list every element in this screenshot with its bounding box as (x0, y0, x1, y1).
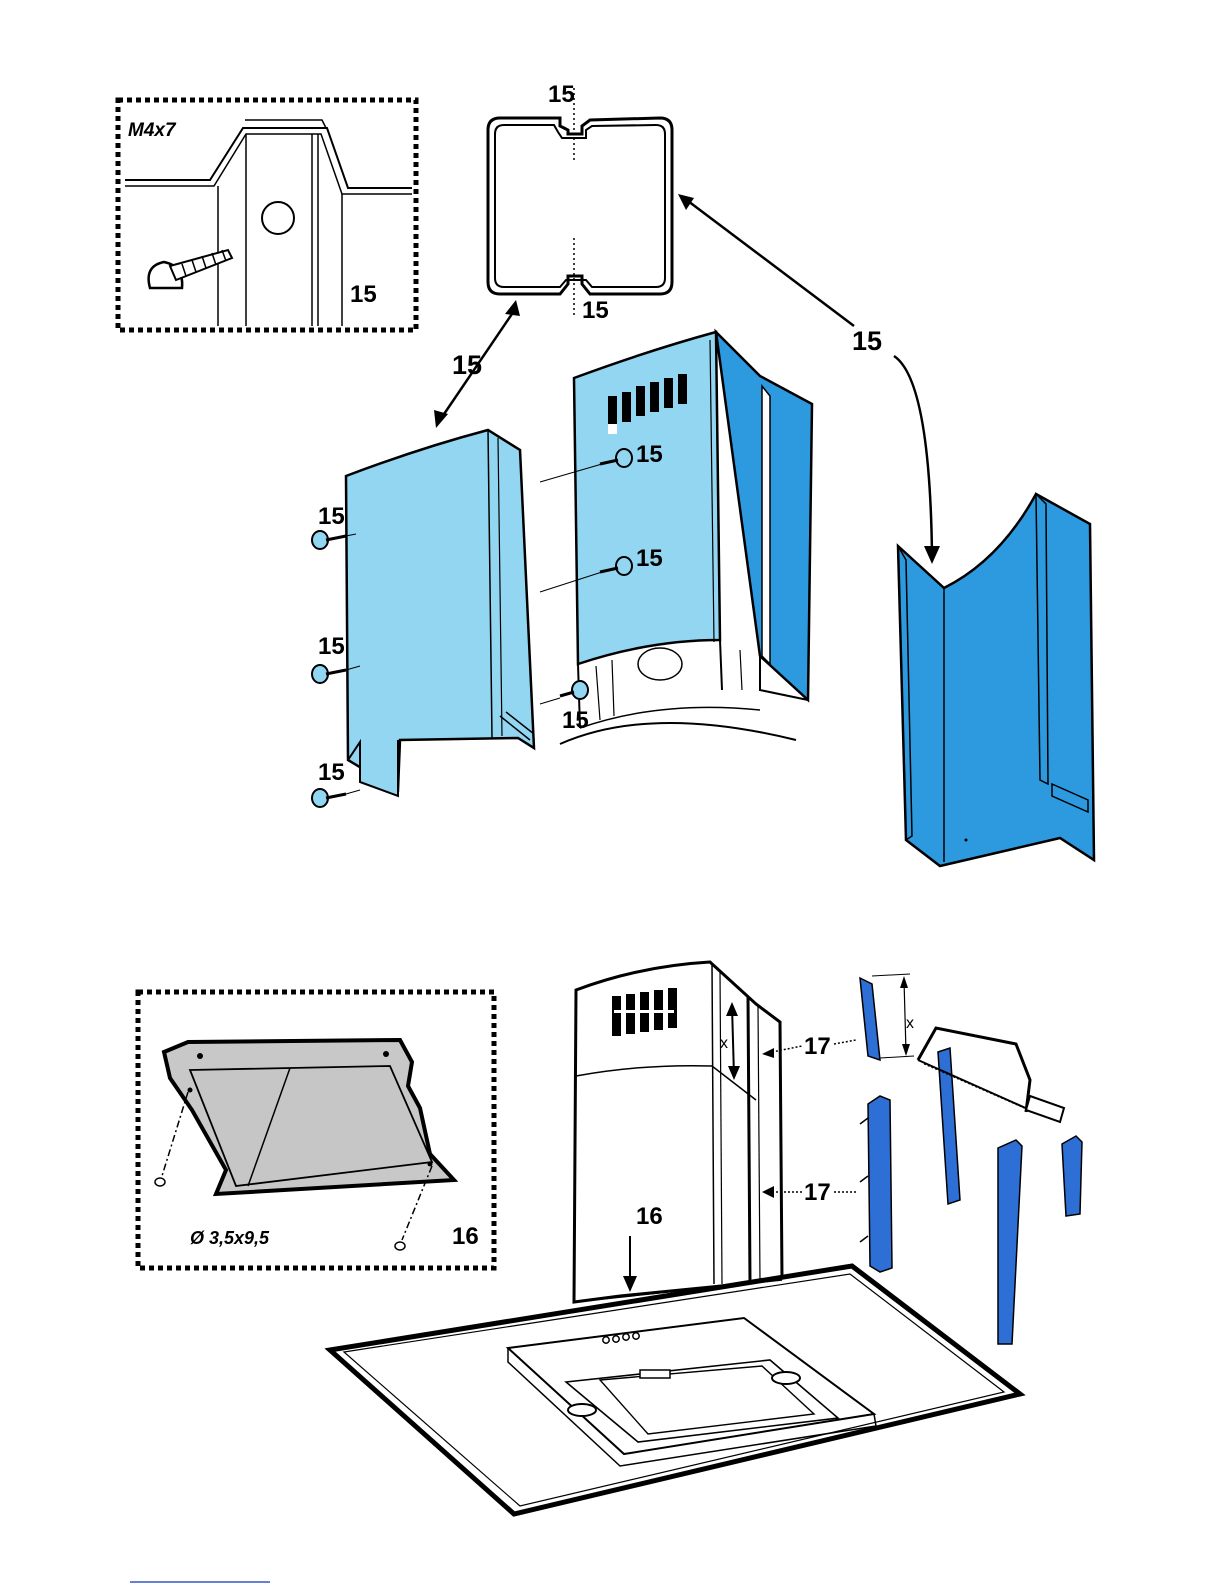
arrow-left-diagonal: 15 (434, 300, 520, 428)
center-panel-screw-label-2: 15 (636, 545, 663, 572)
guide-upper-label: 17 (804, 1033, 831, 1060)
screw-icon (149, 250, 232, 288)
inset-filter-screw-spec: Ø 3,5x9,5 (190, 1228, 270, 1248)
screw-icon (312, 789, 360, 807)
center-chimney-assembly: 15 15 15 (540, 332, 812, 744)
center-panel-screw-label-1: 15 (636, 441, 663, 468)
left-panel-screw-label-1: 15 (318, 503, 345, 530)
left-panel-screw-label-3: 15 (318, 759, 345, 786)
inset-filter-callout: 16 (452, 1223, 479, 1250)
inset-screw-spec: M4x7 (128, 120, 177, 141)
arrow-left-label: 15 (452, 350, 482, 380)
screw-icon (560, 681, 588, 699)
left-chimney-panel: 15 15 15 (312, 430, 534, 807)
cross-section-top-label: 15 (548, 81, 575, 108)
inset-filter-detail: Ø 3,5x9,5 16 (138, 992, 494, 1268)
rail-dimension-label: x (906, 1015, 914, 1032)
guide-lower-label: 17 (804, 1179, 831, 1206)
center-panel-screw-label-3: 15 (562, 707, 589, 734)
inset-callout-15: 15 (350, 281, 377, 308)
screw-icon (395, 1242, 405, 1250)
arrow-16-label: 16 (636, 1203, 663, 1230)
cross-section-bottom-label: 15 (582, 297, 609, 324)
island-hood: x 16 17 17 (330, 962, 1020, 1514)
arrow-right-label: 15 (852, 326, 882, 356)
left-panel-screw-label-2: 15 (318, 633, 345, 660)
screw-icon (155, 1178, 165, 1186)
guide-rails: x (860, 974, 1082, 1344)
inset-screw-detail: M4x7 15 (118, 100, 416, 330)
chimney-cross-section: 15 15 (488, 81, 672, 324)
chimney-dimension-label: x (720, 1035, 728, 1052)
